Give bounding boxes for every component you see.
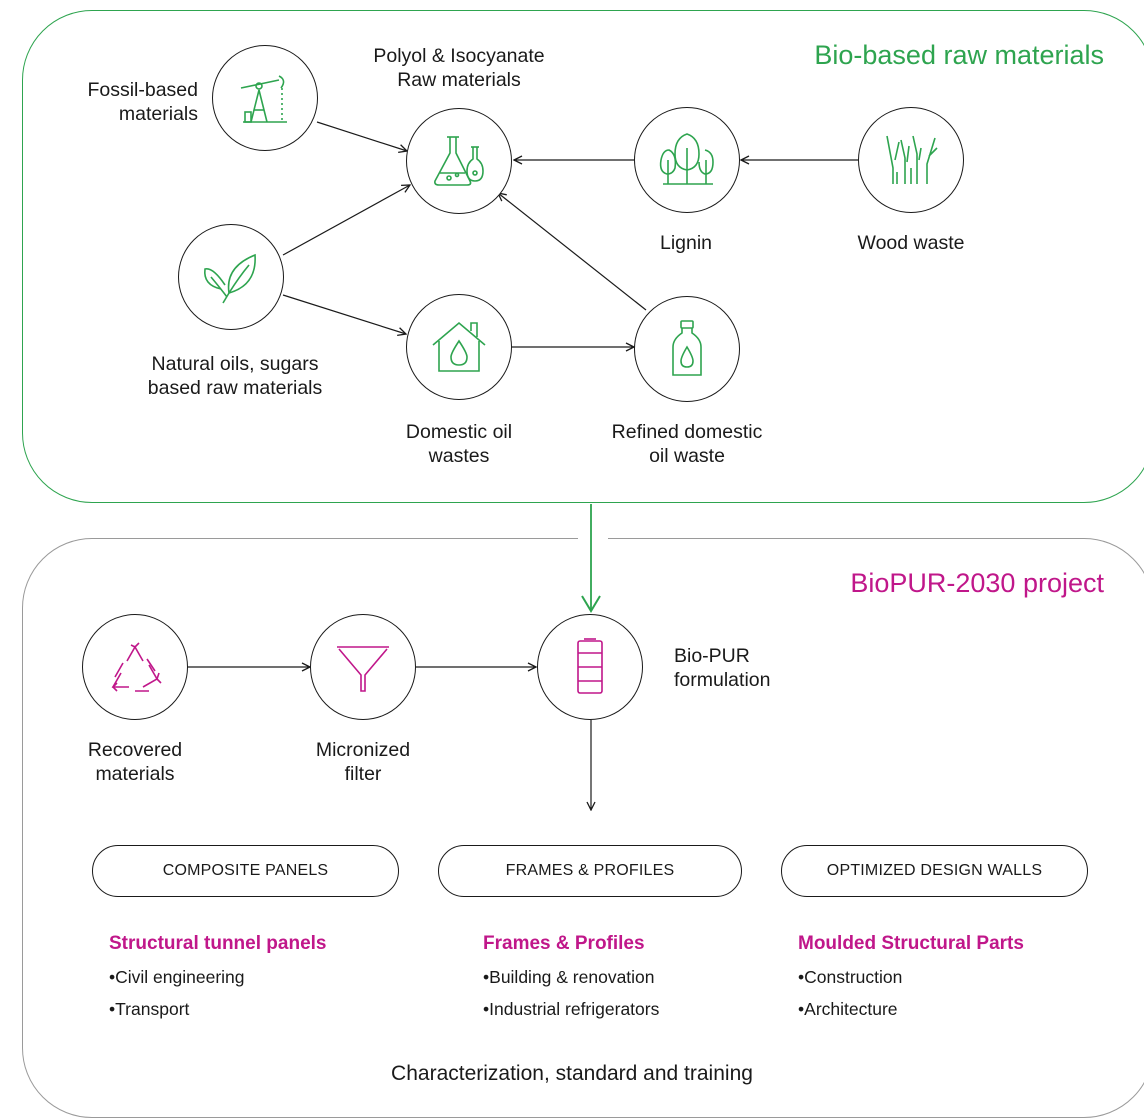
- refined-node: [634, 296, 740, 402]
- recycle-icon: [111, 642, 162, 692]
- category-item: Architecture: [798, 993, 1024, 1025]
- arrow-fossil-to-polyol: [316, 121, 407, 151]
- arrow-refined-to-polyol: [498, 193, 647, 311]
- micronized-node: [310, 614, 416, 720]
- biopur-node: [537, 614, 643, 720]
- natural-node: [178, 224, 284, 330]
- category-item: Construction: [798, 961, 1024, 993]
- footer-text: Characterization, standard and training: [391, 1062, 753, 1085]
- house-drop-icon: [432, 321, 486, 372]
- wood-branches-icon: [886, 135, 938, 184]
- funnel-icon: [337, 646, 389, 692]
- category-item: Industrial refrigerators: [483, 993, 659, 1025]
- bio-based-frame: [22, 10, 1144, 503]
- category-structural-tunnel-panels: Structural tunnel panels Civil engineeri…: [109, 933, 326, 1025]
- recovered-node: [82, 614, 188, 720]
- frame-gap: [578, 530, 608, 546]
- optimized-design-walls-pill: OPTIMIZED DESIGN WALLS: [781, 845, 1088, 897]
- category-moulded-structural-parts: Moulded Structural Parts Construction Ar…: [798, 933, 1024, 1025]
- category-title: Frames & Profiles: [483, 933, 645, 954]
- oil-pump-icon: [240, 75, 287, 123]
- bottle-drop-icon: [672, 320, 702, 376]
- wood-label: Wood waste: [857, 232, 965, 254]
- composite-panels-pill: COMPOSITE PANELS: [92, 845, 399, 897]
- lignin-label: Lignin: [659, 232, 713, 254]
- polyol-node: [406, 108, 512, 214]
- frames-profiles-pill: FRAMES & PROFILES: [438, 845, 742, 897]
- barrel-icon: [577, 638, 603, 694]
- fossil-node: [212, 45, 318, 151]
- wood-node: [858, 107, 964, 213]
- category-item: Civil engineering: [109, 961, 326, 993]
- category-title: Moulded Structural Parts: [798, 933, 1024, 954]
- category-title: Structural tunnel panels: [109, 933, 327, 954]
- category-frames-profiles: Frames & Profiles Building & renovation …: [483, 933, 659, 1025]
- domestic-node: [406, 294, 512, 400]
- trees-icon: [659, 133, 714, 185]
- category-item: Building & renovation: [483, 961, 659, 993]
- category-item: Transport: [109, 993, 326, 1025]
- lignin-node: [634, 107, 740, 213]
- leaves-icon: [204, 253, 256, 304]
- arrow-natural-to-domestic: [282, 294, 406, 334]
- arrow-natural-to-polyol: [282, 185, 410, 256]
- biopur-project-title: BioPUR-2030 project: [850, 568, 1104, 598]
- bio-based-title: Bio-based raw materials: [814, 40, 1104, 70]
- lab-flasks-icon: [434, 136, 484, 186]
